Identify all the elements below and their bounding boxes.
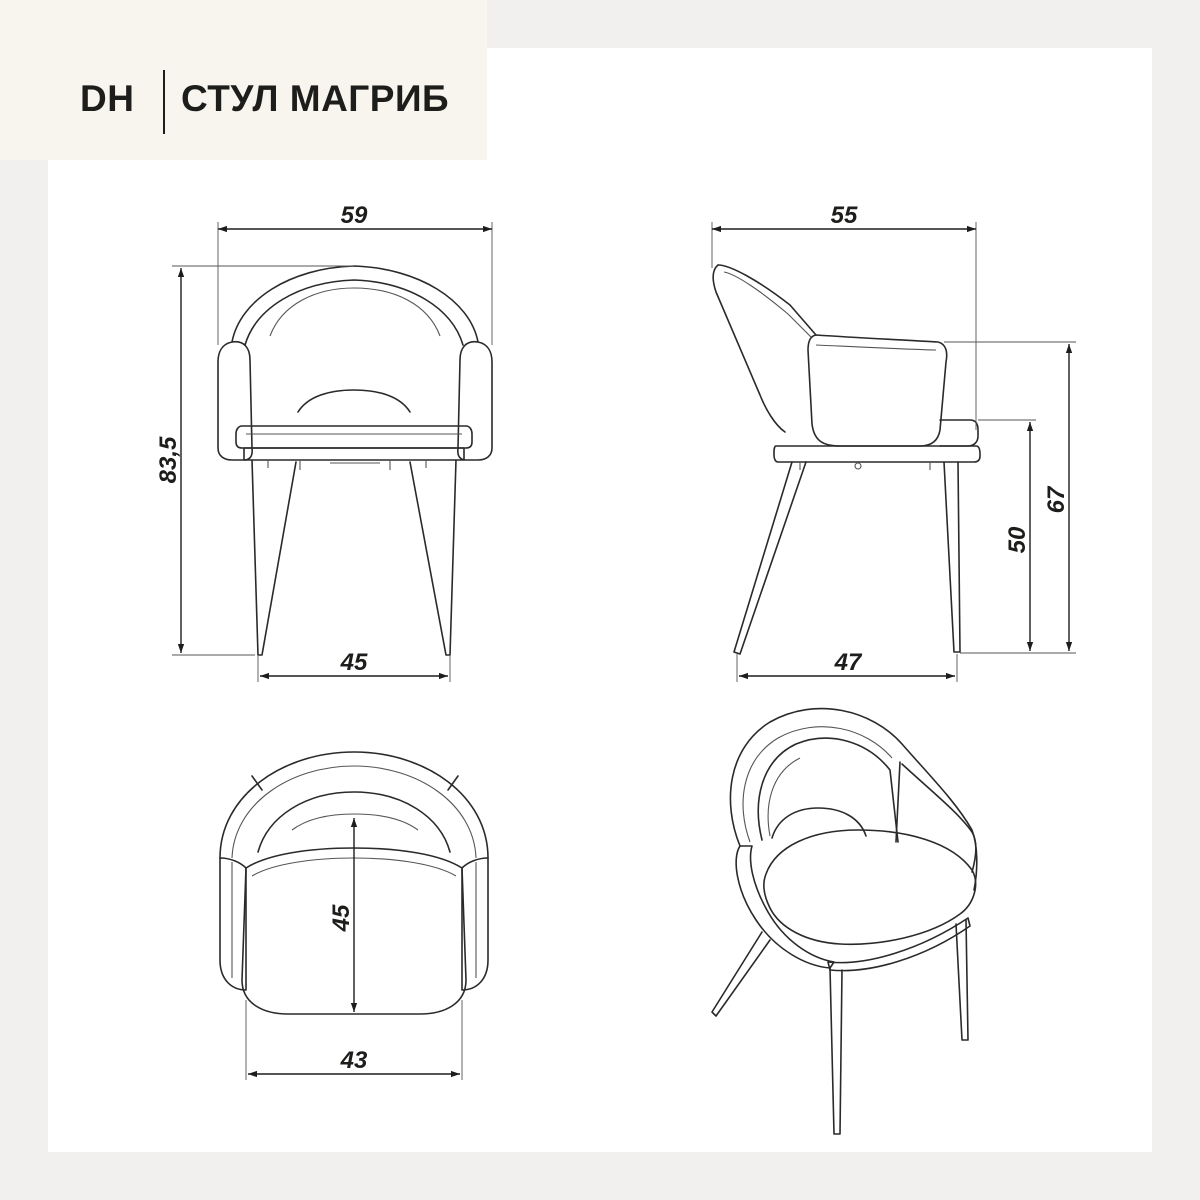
top-seat-depth-label: 45 — [328, 904, 355, 932]
front-dimensions: 59 83,5 45 — [155, 202, 493, 682]
top-seat-width-label: 43 — [340, 1047, 368, 1074]
side-leg-span-label: 47 — [834, 649, 863, 676]
top-dimensions: 45 43 — [245, 818, 463, 1080]
side-seat-height-label: 50 — [1004, 526, 1031, 553]
front-height-label: 83,5 — [155, 436, 182, 483]
top-view — [219, 751, 489, 1015]
title-panel: DH СТУЛ МАГРИБ — [0, 0, 487, 160]
isometric-view — [711, 707, 978, 1135]
side-dimensions: 55 67 50 47 — [711, 202, 1076, 682]
front-width-label: 59 — [341, 202, 368, 229]
side-depth-label: 55 — [831, 202, 858, 229]
side-arm-height-label: 67 — [1043, 485, 1070, 513]
brand-logo: DH — [80, 78, 135, 119]
front-view — [217, 265, 493, 656]
front-leg-span-label: 45 — [340, 649, 368, 676]
side-view — [712, 264, 981, 655]
product-title: СТУЛ МАГРИБ — [181, 78, 450, 119]
title-divider — [163, 70, 165, 134]
